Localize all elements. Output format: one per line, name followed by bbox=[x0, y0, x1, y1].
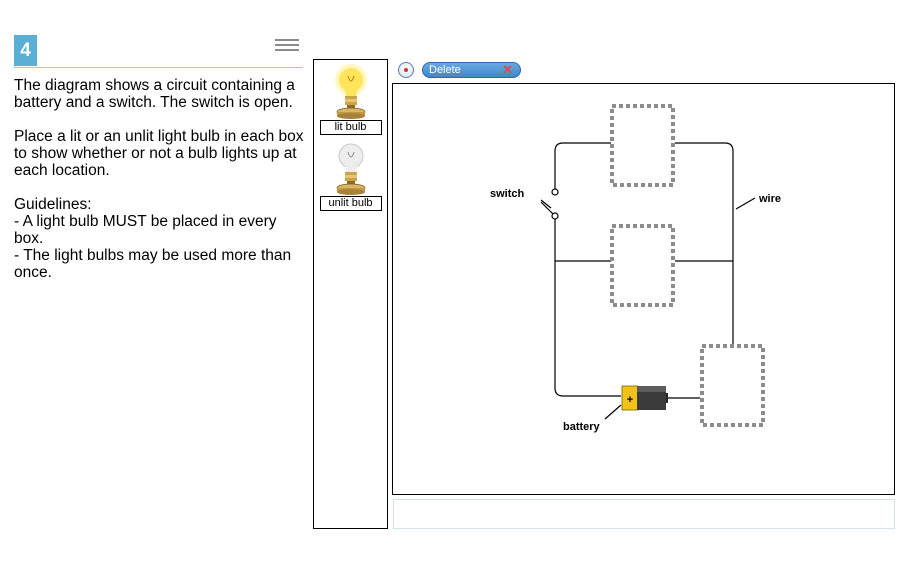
unlit-bulb-label: unlit bulb bbox=[319, 196, 382, 211]
wire-left bbox=[554, 216, 621, 397]
question-header-divider bbox=[14, 67, 303, 68]
close-icon: ✕ bbox=[502, 62, 513, 77]
palette-item-lit-bulb[interactable]: lit bulb bbox=[314, 62, 387, 135]
switch-label: switch bbox=[490, 188, 525, 200]
prompt-paragraph: Place a lit or an unlit light bulb in ea… bbox=[14, 128, 304, 179]
guideline-item: - The light bulbs may be used more than … bbox=[14, 247, 292, 281]
palette-item-unlit-bulb[interactable]: unlit bulb bbox=[314, 138, 387, 211]
circuit-canvas[interactable]: + switch wire battery bbox=[392, 83, 895, 495]
delete-button-label: Delete bbox=[429, 64, 461, 76]
battery-label: battery bbox=[563, 421, 601, 433]
guidelines-title: Guidelines: bbox=[14, 196, 92, 213]
drop-box-top bbox=[610, 104, 675, 187]
switch-contact-bottom bbox=[551, 212, 559, 220]
delete-button[interactable]: Delete ✕ bbox=[422, 62, 521, 78]
prompt-paragraph: The diagram shows a circuit containing a… bbox=[14, 77, 295, 111]
menu-icon[interactable] bbox=[275, 39, 299, 55]
battery-plus-sign: + bbox=[627, 394, 633, 406]
switch-contact-top bbox=[551, 188, 559, 196]
drop-box-middle bbox=[610, 224, 675, 307]
wire-label: wire bbox=[758, 193, 781, 205]
wire-top-left bbox=[554, 142, 611, 190]
battery-icon bbox=[621, 385, 668, 411]
lit-bulb-label: lit bulb bbox=[319, 120, 382, 135]
wire-right bbox=[675, 142, 734, 346]
select-tool-icon[interactable] bbox=[398, 62, 414, 78]
guideline-item: - A light bulb MUST be placed in every b… bbox=[14, 213, 277, 247]
unlit-bulb-icon bbox=[336, 143, 365, 195]
drop-box-bottom bbox=[700, 344, 765, 427]
question-number: 4 bbox=[14, 35, 37, 66]
bulb-palette: lit bulb unlit bulb bbox=[313, 59, 388, 529]
circuit-diagram: + switch wire battery bbox=[490, 104, 781, 433]
question-prompt: The diagram shows a circuit containing a… bbox=[14, 77, 306, 281]
lit-bulb-icon bbox=[334, 64, 367, 119]
response-area bbox=[393, 499, 895, 529]
